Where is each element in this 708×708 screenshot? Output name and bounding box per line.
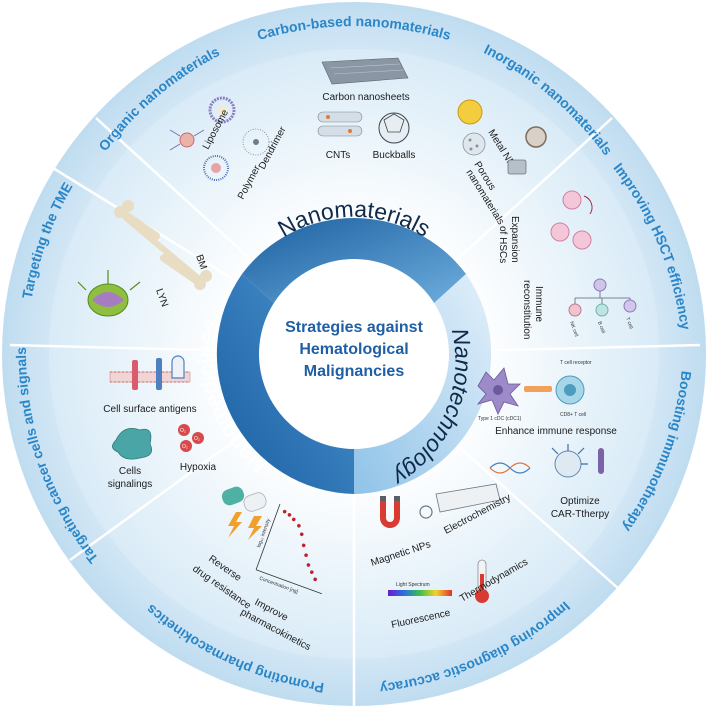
dna-icon: [489, 462, 531, 474]
electrochemistry-device-icon: [419, 483, 501, 519]
porous-nanomaterial-icon: [462, 132, 527, 175]
label-light-spectrum: Light Spectrum: [396, 582, 430, 588]
dendrimer-icon: [242, 128, 270, 156]
label-bm: BM: [193, 253, 208, 271]
chart-point: [313, 577, 317, 582]
chart-point: [291, 517, 296, 522]
polymer-micelle-icon: [203, 155, 229, 181]
label-hypoxia: Hypoxia: [180, 462, 217, 473]
center-title-line-2: Hematological: [299, 341, 408, 358]
chart-point: [299, 532, 304, 537]
metal-np-icon: [457, 99, 547, 148]
magnet-icon: [380, 496, 400, 528]
label-enhance: Enhance immune response: [495, 426, 617, 437]
chart-point: [287, 513, 292, 517]
label-cdc1: Type 1 cDC (cDC1): [478, 416, 522, 422]
lymph-node-icon: [77, 270, 141, 317]
label-buckballs: Buckballs: [373, 150, 416, 161]
thermometer-icon: [475, 559, 489, 603]
label-carbon-nanosheets: Carbon nanosheets: [322, 92, 409, 103]
chart-x-axis: [255, 569, 322, 595]
label-optimize-2: CAR-Ttherpy: [551, 509, 609, 520]
immune-lineage-icon: [568, 278, 637, 317]
label-cells-1: Cells: [119, 466, 141, 477]
label-tcr: T cell receptor: [560, 360, 592, 366]
label-cells-2: signalings: [108, 479, 152, 490]
label-cnts: CNTs: [326, 150, 350, 161]
capsule-icon: [221, 486, 267, 512]
label-cd8: CD8+ T cell: [560, 412, 586, 418]
signaling-protein-icon: [112, 427, 153, 460]
label-expansion-1: Expansion: [509, 216, 520, 263]
t-cell-icon: [524, 375, 585, 405]
oxygen-molecule-icon: O₂ O₂ O₂: [178, 424, 204, 452]
center-disk: [259, 259, 449, 449]
label-surface-antigens: Cell surface antigens: [103, 404, 196, 415]
label-o2-c: O₂: [182, 444, 188, 450]
chart-point: [306, 563, 311, 567]
inner-ring-nanotechnology: [354, 274, 492, 494]
chart-point: [304, 553, 308, 558]
label-immune-1: Immune: [533, 286, 544, 323]
label-immune-2: reconstitution: [521, 280, 532, 339]
liposome-icon: [208, 96, 236, 124]
label-optimize-1: Optimize: [560, 496, 600, 507]
center-title-line-1: Strategies against: [285, 319, 424, 336]
polymer-icon: [169, 129, 205, 151]
light-spectrum-icon: [388, 590, 452, 596]
inner-ring-nanomedicines: [216, 274, 354, 494]
label-expansion-2: of HSCs: [497, 226, 508, 263]
chart-point: [309, 570, 314, 574]
label-t-cell: T cell: [624, 317, 634, 330]
car-t-cell-icon: [551, 444, 604, 478]
buckball-icon: [378, 112, 410, 144]
cnt-icon: [317, 111, 363, 137]
chart-point: [282, 509, 287, 514]
dendritic-cell-icon: [476, 367, 521, 415]
carbon-nanosheet-icon: [321, 57, 409, 85]
center-title-line-3: Malignancies: [304, 363, 405, 380]
chart-point: [301, 543, 306, 548]
label-nk-cell: NK cell: [568, 321, 579, 338]
chart-y-axis: [255, 503, 281, 570]
lightning-icon: [228, 512, 262, 540]
label-b-cell: B cell: [596, 321, 606, 335]
label-o2-a: O₂: [180, 428, 186, 434]
bone-icon: [114, 200, 212, 290]
cell-membrane-icon: [109, 355, 191, 390]
label-o2-b: O₂: [194, 436, 200, 442]
chart-point: [297, 523, 301, 528]
hsc-expansion-icon: [550, 190, 593, 250]
